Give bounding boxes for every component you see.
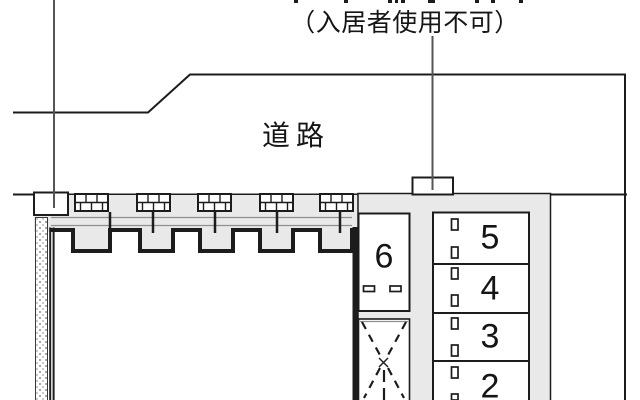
fence-ticks [108,212,342,233]
left-equipment-box [33,191,69,216]
wheel-stops [362,285,402,293]
west-boundary-wall [35,217,48,400]
clipped-label-fragments [294,0,523,3]
road-edge-line [13,73,626,400]
building-side-walls [49,227,358,400]
parking-space-number-2: 2 [480,367,500,400]
parking-space-number-3: 3 [480,317,500,356]
no-use-caption: （入居者使用不可） [290,9,520,37]
center-dashed-line [450,218,459,400]
parking-space-number-6: 6 [374,237,394,276]
parking-space-number-5: 5 [480,218,500,257]
road-label: 道路 [261,120,331,151]
parking-space-number-4: 4 [480,269,500,308]
no-parking-x-area [357,318,411,400]
building-north-wall [50,228,355,253]
parking-spaces-column [432,211,530,400]
parking-space-6-box [357,212,411,312]
